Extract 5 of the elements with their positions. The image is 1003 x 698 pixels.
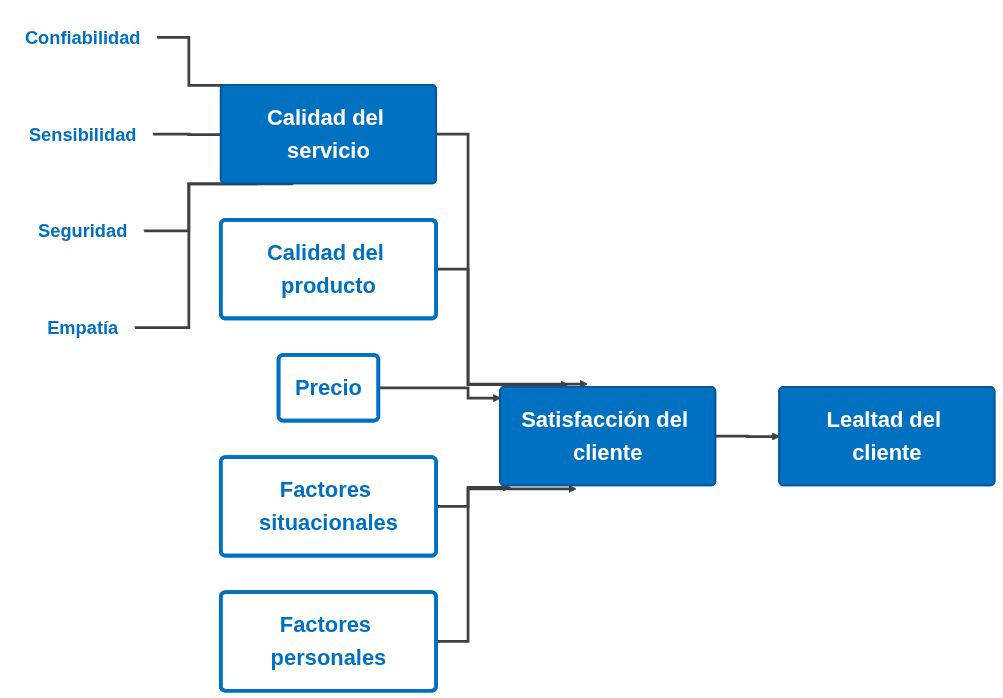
node-text: Empatía: [47, 317, 119, 338]
node-text: Confiabilidad: [24, 27, 141, 48]
node-text: Sensibilidad: [28, 124, 137, 145]
node-text: Seguridad: [38, 220, 128, 241]
connector: [133, 182, 294, 330]
